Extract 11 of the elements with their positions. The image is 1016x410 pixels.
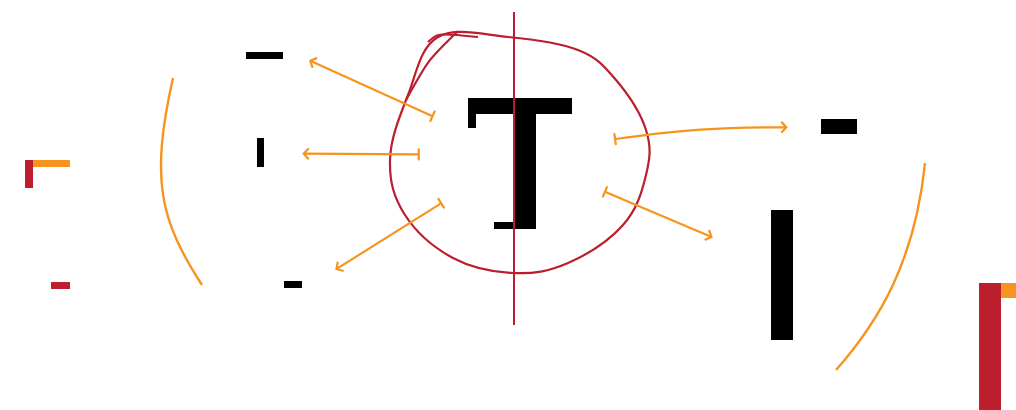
outline-circle: [388, 30, 651, 275]
bar: [821, 119, 857, 134]
arrow: [613, 121, 788, 146]
bar: [771, 210, 793, 340]
arrow: [601, 185, 713, 242]
bar: [284, 281, 302, 288]
bar: [246, 52, 283, 59]
bar: [257, 138, 264, 167]
arrow: [308, 56, 436, 123]
arrow: [302, 147, 420, 161]
arrow: [335, 197, 446, 273]
